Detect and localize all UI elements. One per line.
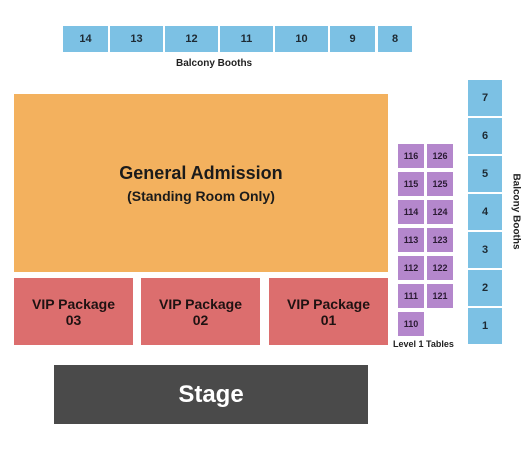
vip-package-01[interactable]: VIP Package 01: [269, 278, 388, 345]
table-116[interactable]: 116: [398, 144, 424, 168]
booth-14[interactable]: 14: [63, 26, 108, 52]
booth-7[interactable]: 7: [468, 80, 502, 116]
general-admission-section[interactable]: General Admission (Standing Room Only): [14, 94, 388, 272]
table-121[interactable]: 121: [427, 284, 453, 308]
vip-package-03-line2: 03: [65, 311, 82, 328]
general-admission-title: General Admission: [119, 162, 283, 183]
booth-11[interactable]: 11: [220, 26, 273, 52]
booth-3[interactable]: 3: [468, 232, 502, 268]
table-113[interactable]: 113: [398, 228, 424, 252]
table-124[interactable]: 124: [427, 200, 453, 224]
booth-2[interactable]: 2: [468, 270, 502, 306]
booth-5[interactable]: 5: [468, 156, 502, 192]
booth-6[interactable]: 6: [468, 118, 502, 154]
table-115[interactable]: 115: [398, 172, 424, 196]
booth-9[interactable]: 9: [330, 26, 375, 52]
vip-package-02-line2: 02: [192, 311, 209, 328]
top-booths-label: Balcony Booths: [176, 58, 253, 69]
table-123[interactable]: 123: [427, 228, 453, 252]
table-112[interactable]: 112: [398, 256, 424, 280]
stage: Stage: [54, 365, 368, 424]
table-125[interactable]: 125: [427, 172, 453, 196]
booth-1[interactable]: 1: [468, 308, 502, 344]
booth-13[interactable]: 13: [110, 26, 163, 52]
booth-12[interactable]: 12: [165, 26, 218, 52]
table-126[interactable]: 126: [427, 144, 453, 168]
table-110[interactable]: 110: [398, 312, 424, 336]
table-111[interactable]: 111: [398, 284, 424, 308]
vip-package-02-line1: VIP Package: [158, 295, 243, 312]
vip-package-03-line1: VIP Package: [31, 295, 116, 312]
vip-package-01-line2: 01: [320, 311, 337, 328]
table-114[interactable]: 114: [398, 200, 424, 224]
side-booths-label: Balcony Booths: [510, 173, 522, 250]
booth-4[interactable]: 4: [468, 194, 502, 230]
vip-package-02[interactable]: VIP Package 02: [141, 278, 260, 345]
vip-package-03[interactable]: VIP Package 03: [14, 278, 133, 345]
level-1-tables-label: Level 1 Tables: [393, 339, 454, 349]
table-122[interactable]: 122: [427, 256, 453, 280]
booth-8[interactable]: 8: [378, 26, 412, 52]
booth-10[interactable]: 10: [275, 26, 328, 52]
vip-package-01-line1: VIP Package: [286, 295, 371, 312]
general-admission-subtitle: (Standing Room Only): [127, 187, 275, 204]
